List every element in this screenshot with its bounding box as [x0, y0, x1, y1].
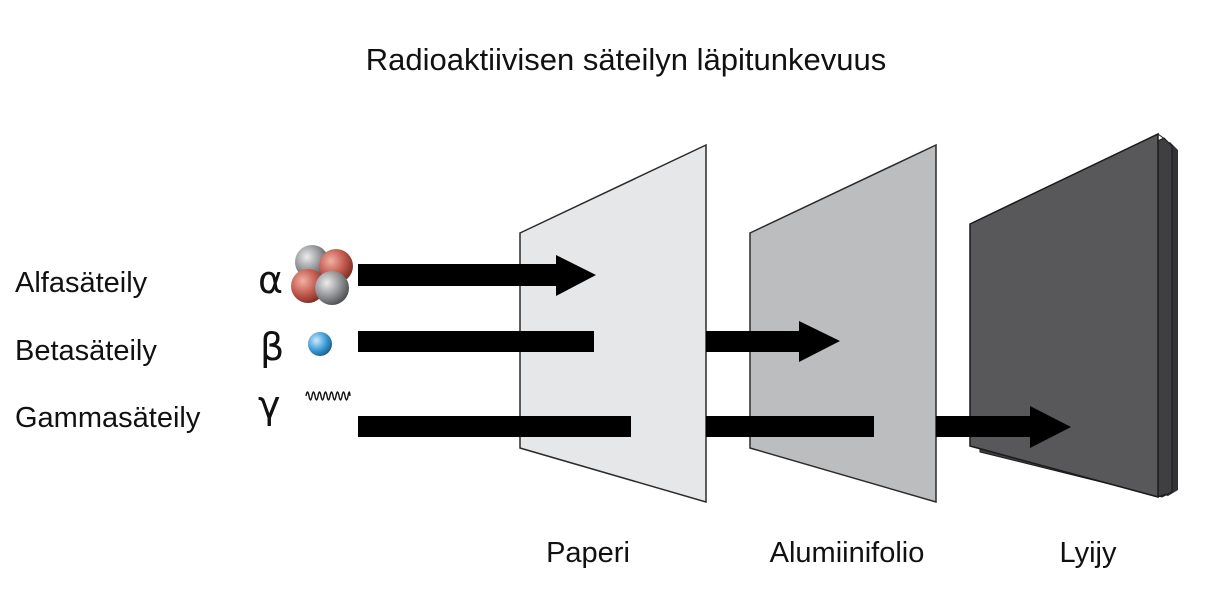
symbol-beta: β	[260, 325, 284, 369]
label-beta: Betasäteily	[15, 335, 157, 367]
symbol-gamma: γ	[258, 383, 281, 427]
label-gamma: Gammasäteily	[15, 402, 201, 434]
electron-icon	[308, 332, 332, 356]
label-lead: Lyijy	[1060, 537, 1117, 569]
diagram-title: Radioaktiivisen säteilyn läpitunkevuus	[366, 42, 886, 77]
label-paper: Paperi	[546, 537, 630, 569]
aluminium-barrier	[749, 143, 937, 503]
paper-barrier	[519, 143, 707, 503]
label-aluminium: Alumiinifolio	[770, 537, 925, 569]
gamma-arrow	[358, 406, 1071, 448]
wave-icon	[305, 391, 351, 401]
lead-barrier	[969, 132, 1178, 498]
label-alpha: Alfasäteily	[15, 267, 148, 299]
alpha-arrow	[358, 255, 596, 296]
symbol-alpha: α	[258, 258, 283, 302]
beta-arrow	[358, 321, 840, 362]
helium-nucleus-icon	[291, 245, 353, 305]
